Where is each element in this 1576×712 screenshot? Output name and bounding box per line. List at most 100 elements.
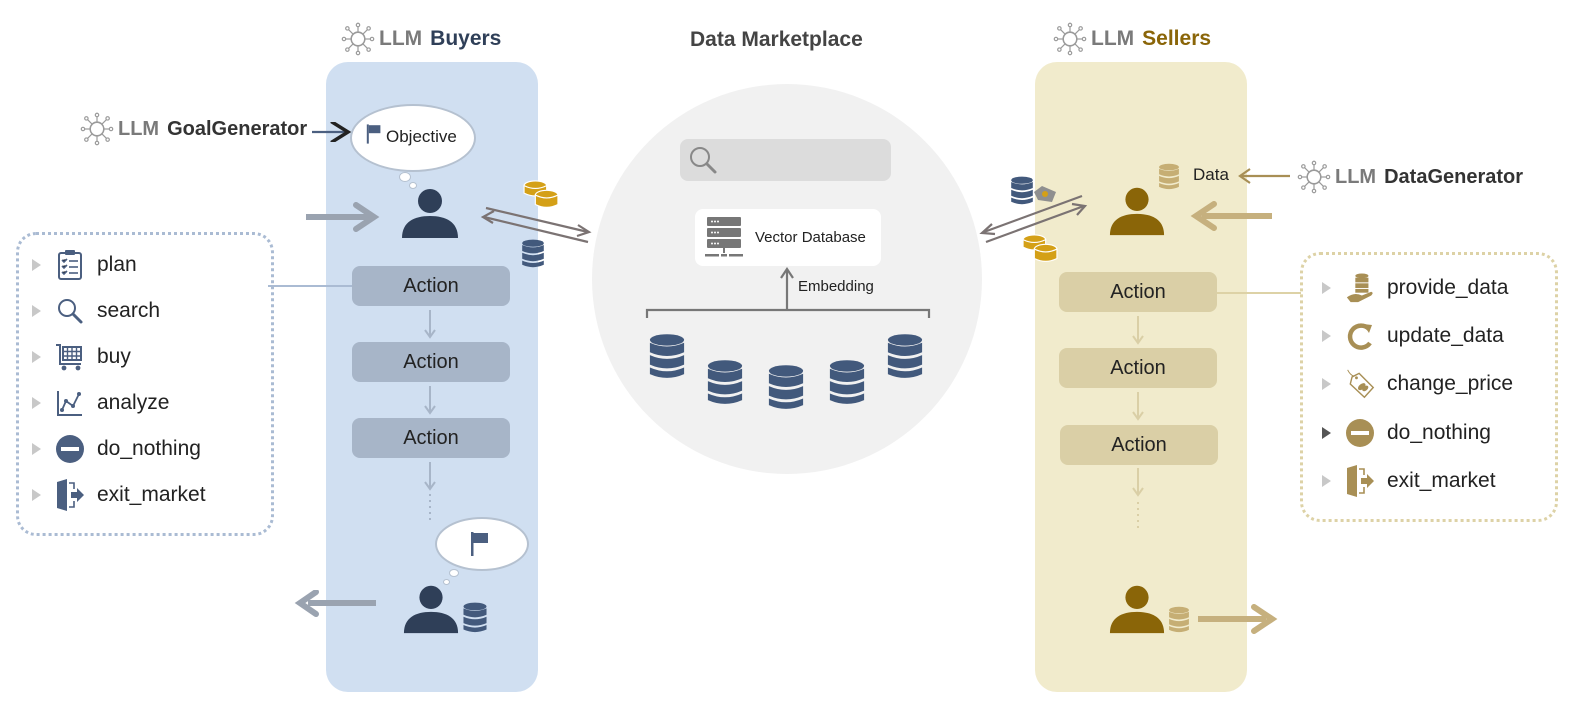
buyer-action-plan[interactable]: plan: [32, 250, 137, 280]
goal-generator-name: GoalGenerator: [167, 117, 308, 140]
dataset-database-icon: [648, 332, 686, 382]
dataset-database-icon: [828, 358, 866, 408]
database-icon: [1158, 163, 1180, 191]
refresh-icon: [1345, 321, 1375, 351]
seller-action-step: Action: [1059, 272, 1217, 312]
hand-database-icon: [1345, 273, 1375, 303]
seller-person-icon: [1108, 584, 1166, 634]
expand-triangle-icon[interactable]: [1322, 282, 1331, 294]
buyer-action-list: [16, 232, 274, 536]
minus-circle-icon: [55, 434, 85, 464]
database-icon: [462, 602, 488, 634]
expand-triangle-icon[interactable]: [32, 489, 41, 501]
expand-triangle-icon[interactable]: [1322, 330, 1331, 342]
flag-icon: [366, 122, 382, 146]
llm-label: LLM: [379, 27, 423, 50]
shopping-cart-icon: [55, 342, 85, 372]
llm-icon: [341, 22, 375, 56]
minus-circle-icon: [1345, 418, 1375, 448]
action-label: search: [97, 299, 161, 322]
action-label: change_price: [1387, 372, 1514, 395]
llm-label: LLM: [1091, 27, 1135, 50]
buyer-enter-arrow: [306, 202, 380, 232]
dataset-database-icon: [767, 363, 805, 413]
llm-label: LLM: [118, 117, 160, 140]
vector-database-box: Vector Database: [695, 209, 881, 266]
dataset-database-icon: [886, 332, 924, 382]
vector-database-label: Vector Database: [755, 229, 866, 246]
expand-triangle-icon[interactable]: [1322, 427, 1331, 439]
action-label: do_nothing: [97, 437, 201, 460]
thought-dot: [409, 182, 417, 189]
connector-line: [1217, 292, 1301, 294]
coins-icon: [1021, 234, 1059, 266]
seller-action-provide-data[interactable]: provide_data: [1322, 273, 1508, 303]
seller-action-do-nothing[interactable]: do_nothing: [1322, 418, 1491, 448]
expand-triangle-icon[interactable]: [1322, 475, 1331, 487]
marketplace-title: Data Marketplace: [690, 28, 863, 51]
buyer-action-step: Action: [352, 418, 510, 458]
buyer-person-icon: [400, 188, 460, 238]
action-label: buy: [97, 345, 131, 368]
line-chart-icon: [55, 388, 85, 418]
expand-triangle-icon[interactable]: [32, 259, 41, 271]
thought-dot: [443, 579, 450, 585]
seller-market-exchange-arrows: [979, 194, 1088, 244]
price-tag-icon: [1034, 186, 1056, 202]
seller-action-list: [1300, 252, 1558, 522]
goal-generator: LLM GoalGenerator: [80, 112, 307, 146]
expand-triangle-icon[interactable]: [32, 305, 41, 317]
expand-triangle-icon[interactable]: [32, 397, 41, 409]
data-generator: LLM DataGenerator: [1297, 160, 1523, 194]
llm-icon: [1297, 160, 1331, 194]
action-label: provide_data: [1387, 276, 1509, 299]
database-icon: [521, 238, 545, 270]
server-icon: [705, 216, 743, 256]
data-generator-name: DataGenerator: [1384, 165, 1524, 188]
seller-enter-arrow: [1190, 201, 1272, 231]
thought-dot: [399, 172, 411, 182]
action-label: plan: [97, 253, 137, 276]
connector-line: [268, 285, 352, 287]
sellers-title: Sellers: [1142, 27, 1212, 50]
seller-action-step: Action: [1060, 425, 1218, 465]
database-icon: [1168, 606, 1190, 634]
goal-bubble: [435, 517, 529, 571]
thought-dot: [449, 569, 459, 577]
seller-action-change-price[interactable]: change_price: [1322, 369, 1513, 399]
exit-door-icon: [55, 479, 85, 511]
marketplace-search-bar[interactable]: [680, 139, 891, 181]
action-label: update_data: [1387, 324, 1504, 347]
objective-bubble: [350, 104, 476, 172]
seller-action-update-data[interactable]: update_data: [1322, 321, 1504, 351]
seller-flow-arrows: [1132, 316, 1144, 530]
llm-label: LLM: [1335, 165, 1377, 188]
search-icon: [55, 296, 85, 326]
embedding-bracket: [645, 267, 931, 318]
exit-door-icon: [1345, 465, 1375, 497]
buyers-header: LLM Buyers: [341, 22, 501, 56]
buyer-action-buy[interactable]: buy: [32, 342, 131, 372]
buyer-action-search[interactable]: search: [32, 296, 160, 326]
flag-icon: [470, 531, 490, 557]
buyer-action-step: Action: [352, 266, 510, 306]
dataset-database-icon: [706, 358, 744, 408]
action-label: exit_market: [97, 483, 206, 506]
data-arrow: [1238, 168, 1290, 184]
sellers-header: LLM Sellers: [1053, 22, 1211, 56]
buyer-action-step: Action: [352, 342, 510, 382]
expand-triangle-icon[interactable]: [32, 443, 41, 455]
llm-icon: [80, 112, 114, 146]
buyer-action-exit-market[interactable]: exit_market: [32, 479, 206, 511]
coins-icon: [522, 180, 560, 212]
clipboard-icon: [55, 250, 85, 280]
database-icon: [1010, 176, 1034, 206]
seller-action-exit-market[interactable]: exit_market: [1322, 465, 1496, 497]
buyer-action-analyze[interactable]: analyze: [32, 388, 169, 418]
expand-triangle-icon[interactable]: [1322, 378, 1331, 390]
expand-triangle-icon[interactable]: [32, 351, 41, 363]
buyer-action-do-nothing[interactable]: do_nothing: [32, 434, 201, 464]
buyer-person-icon: [402, 584, 460, 634]
action-label: analyze: [97, 391, 170, 414]
buyer-flow-arrows: [424, 310, 436, 524]
